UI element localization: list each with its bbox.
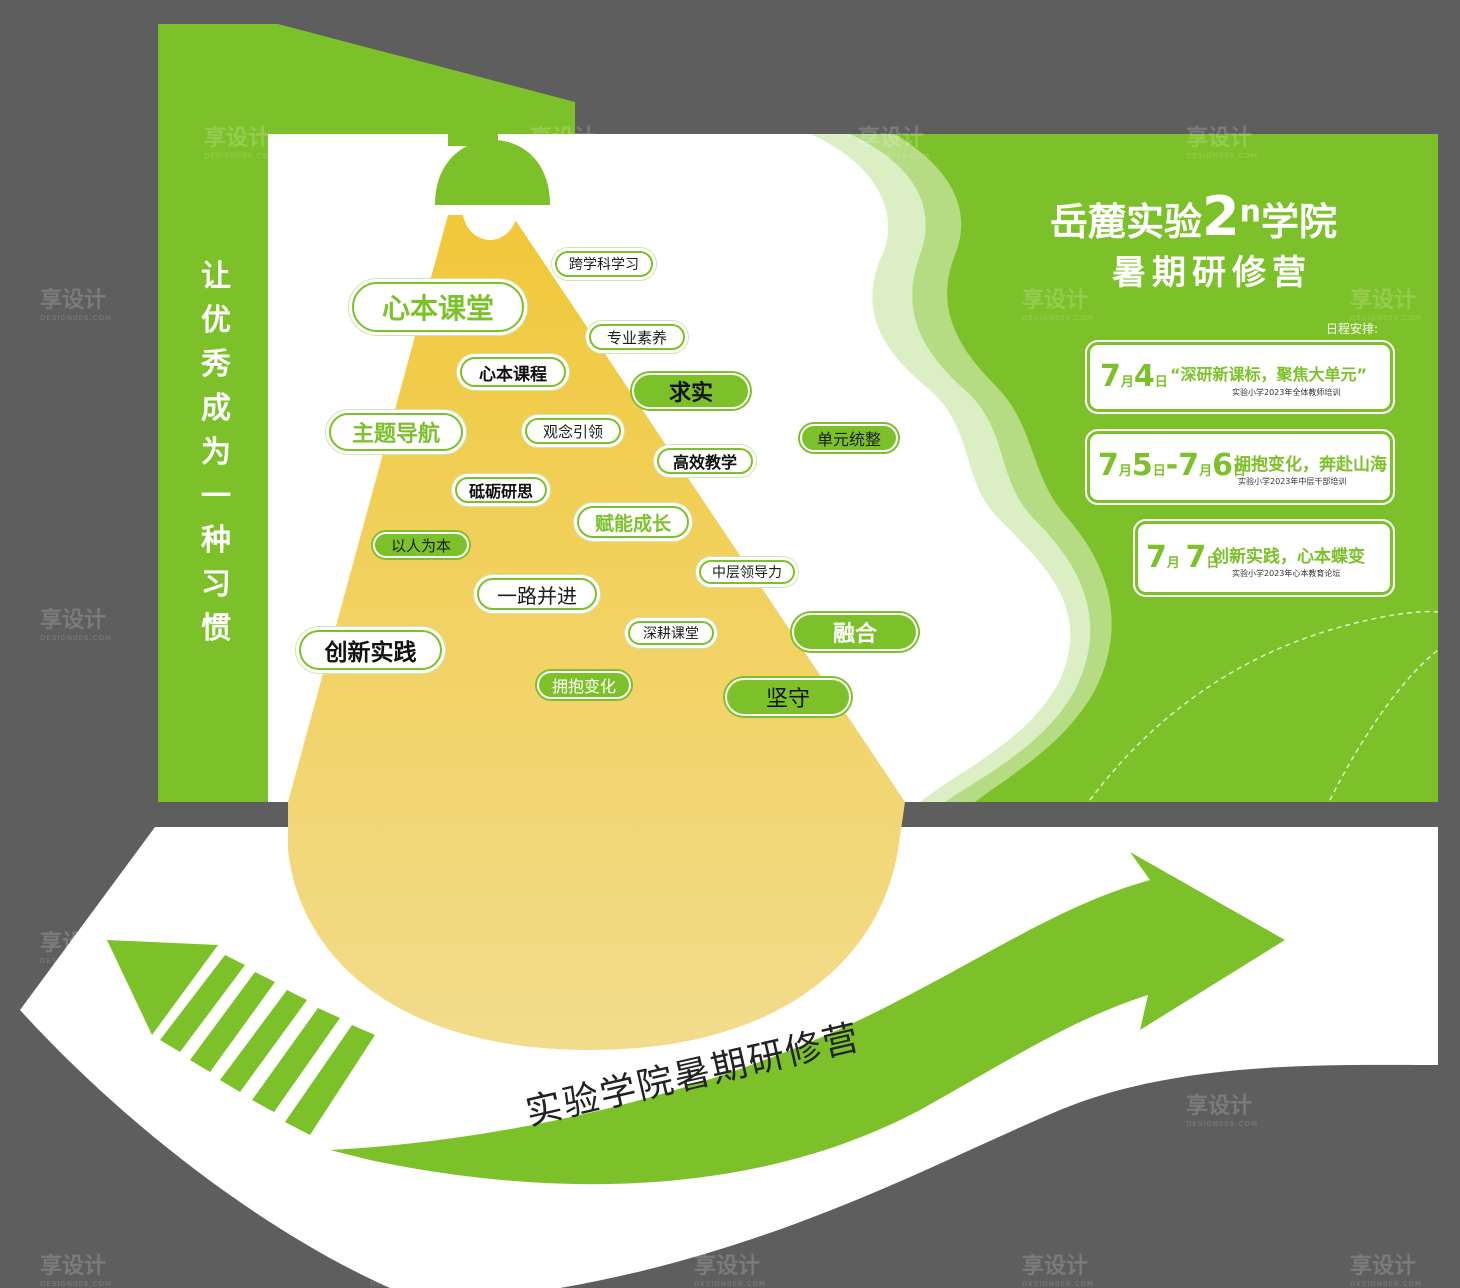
keyword-pill: 一路并进 [477, 578, 597, 610]
keyword-pill: 观念引领 [525, 418, 621, 444]
dashed-line [1089, 610, 1439, 801]
keyword-pill: 主题导航 [329, 413, 463, 451]
schedule-headline: “深研新课标，聚焦大单元” [1170, 365, 1368, 384]
keyword-pill: 专业素养 [589, 324, 685, 350]
slogan-char: 惯 [201, 611, 231, 646]
left-green-panel [158, 24, 575, 802]
schedule-date: 7月5日-7月6日 [1098, 448, 1247, 483]
swoosh-arrow [330, 852, 1285, 1185]
keyword-pill: 深耕课堂 [628, 621, 714, 645]
slogan-char: 种 [201, 523, 231, 558]
keyword-pill: 拥抱变化 [537, 671, 631, 699]
slogan-char: 优 [201, 303, 231, 338]
keyword-pill: 单元统整 [800, 424, 898, 452]
slogan-char: 秀 [201, 347, 231, 382]
stripe-3 [220, 990, 307, 1092]
keyword-pill: 跨学科学习 [555, 251, 653, 277]
stripe-4 [252, 1008, 340, 1112]
keyword-pill: 赋能成长 [577, 506, 689, 538]
left-arrowhead [107, 940, 218, 1035]
dashed-line-2 [1329, 649, 1439, 801]
main-title: 岳麓实验2n学院 [1050, 185, 1337, 248]
keyword-pill: 以人为本 [373, 532, 469, 558]
title-superscript: n [1239, 194, 1261, 230]
title-number: 2 [1202, 185, 1240, 248]
schedule-card: 7月5日-7月6日 拥抱变化，奔赴山海 实验小学2023年中层干部培训 [1090, 434, 1390, 500]
lamp-shade [435, 140, 550, 205]
stripe-1 [160, 955, 245, 1052]
keyword-pill: 砥砺研思 [455, 477, 547, 503]
slogan-char: 习 [201, 567, 231, 602]
title-suffix: 学院 [1260, 200, 1337, 244]
keyword-pill: 心本课程 [460, 357, 566, 387]
schedule-card: 7月 7日 创新实践，心本蝶变 实验小学2023年心本教育论坛 [1138, 524, 1390, 592]
schedule-date: 7月4日 [1100, 359, 1168, 394]
schedule-card: 7月4日 “深研新课标，聚焦大单元” 实验小学2023年全体教师培训 [1090, 345, 1390, 409]
vertical-slogan: 让 优 秀 成 为 一 种 习 惯 [196, 255, 236, 651]
schedule-headline: 拥抱变化，奔赴山海 [1234, 455, 1387, 475]
schedule-subtitle: 实验小学2023年全体教师培训 [1232, 388, 1341, 397]
stripe-5 [285, 1025, 375, 1135]
stripe-2 [190, 972, 275, 1072]
keyword-pill: 融合 [792, 613, 918, 651]
keyword-pill: 创新实践 [299, 630, 442, 670]
keyword-pill: 坚守 [725, 678, 851, 716]
subtitle: 暑期研修营 [1112, 253, 1312, 293]
keyword-pill: 中层领导力 [699, 560, 795, 584]
schedule-headline: 创新实践，心本蝶变 [1212, 547, 1365, 567]
keyword-pill: 高效教学 [657, 448, 753, 474]
schedule-subtitle: 实验小学2023年心本教育论坛 [1232, 569, 1341, 578]
lamp-stem [448, 126, 498, 146]
schedule-date: 7月 7日 [1146, 540, 1220, 575]
slogan-char: 让 [201, 259, 231, 294]
schedule-subtitle: 实验小学2023年中层干部培训 [1238, 477, 1347, 486]
keyword-pill: 求实 [632, 373, 750, 409]
title-prefix: 岳麓实验 [1050, 200, 1203, 244]
slogan-char: 为 [201, 435, 231, 470]
lamp-bulb [462, 205, 518, 240]
slogan-char: 一 [201, 479, 231, 514]
keyword-pill: 心本课堂 [352, 282, 524, 332]
slogan-char: 成 [201, 391, 231, 426]
schedule-label: 日程安排: [1326, 322, 1379, 336]
